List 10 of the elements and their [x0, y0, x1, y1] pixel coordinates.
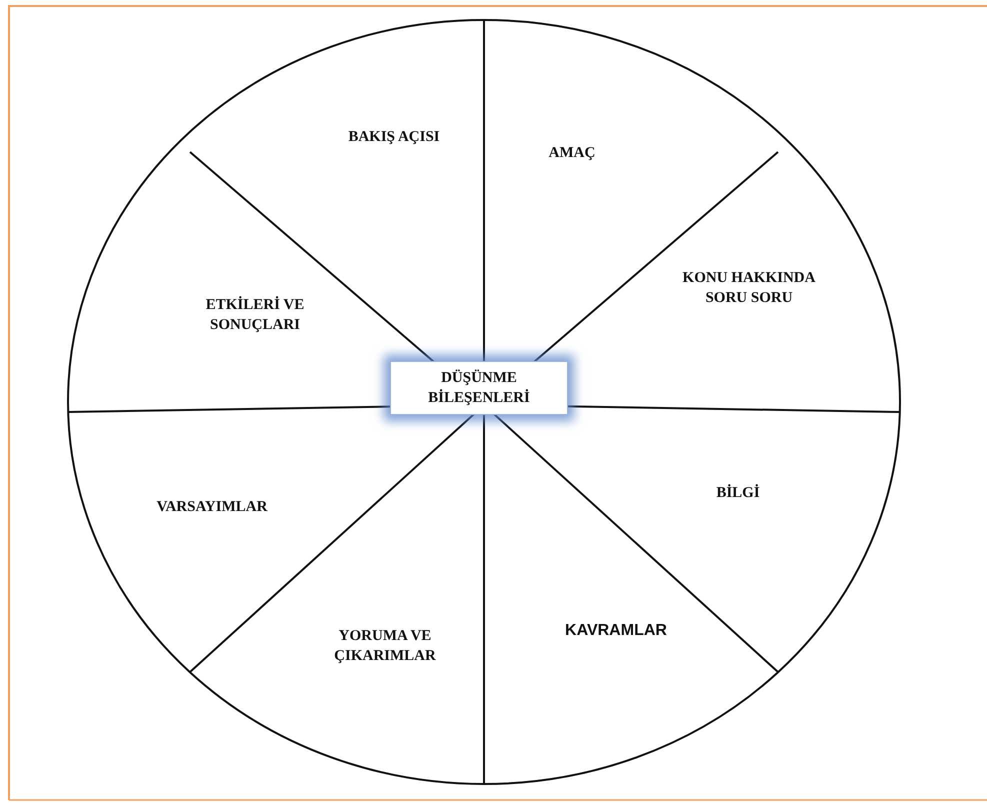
- sector-label: BAKIŞ AÇISI: [314, 126, 474, 148]
- sector-label: AMAÇ: [512, 142, 632, 164]
- sector-label: YORUMA VE ÇIKARIMLAR: [310, 626, 460, 666]
- sector-label: BİLGİ: [688, 482, 788, 504]
- center-title: DÜŞÜNME BİLEŞENLERİ: [427, 368, 531, 408]
- sector-label: ETKİLERİ VE SONUÇLARI: [180, 294, 330, 336]
- sector-label: VARSAYIMLAR: [132, 496, 292, 518]
- center-box: [390, 361, 568, 415]
- sector-label: KONU HAKKINDA SORU SORU: [664, 268, 834, 308]
- sector-label: KAVRAMLAR: [541, 620, 691, 642]
